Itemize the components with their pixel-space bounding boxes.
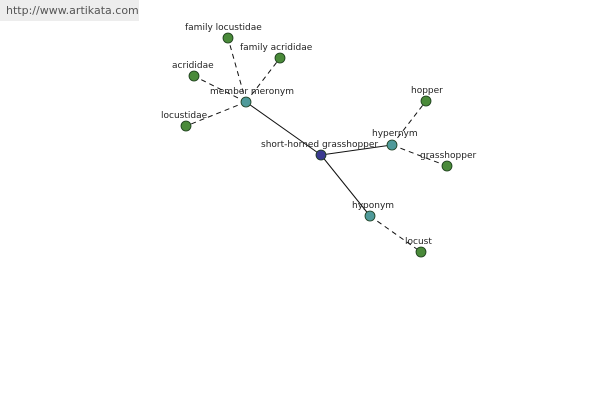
edge-hyponym-locust <box>369 215 422 253</box>
node-label-locustidae[interactable]: locustidae <box>161 111 208 121</box>
node-locust[interactable] <box>415 246 427 258</box>
node-label-hypernym[interactable]: hypernym <box>372 129 418 139</box>
node-label-hopper[interactable]: hopper <box>411 86 443 96</box>
node-label-family-acrididae[interactable]: family acrididae <box>240 43 313 53</box>
edge-center-member-meronym <box>245 101 322 156</box>
node-hyponym[interactable] <box>364 210 376 222</box>
node-hypernym[interactable] <box>386 139 398 151</box>
edge-member-meronym-family-locustidae <box>227 37 247 103</box>
node-label-center[interactable]: short-horned grasshopper <box>261 140 378 150</box>
url-banner[interactable]: http://www.artikata.com <box>0 0 139 21</box>
edge-member-meronym-acrididae <box>193 75 247 103</box>
node-label-member-meronym[interactable]: member meronym <box>210 87 294 97</box>
node-label-grasshopper[interactable]: grasshopper <box>420 151 476 161</box>
node-acrididae[interactable] <box>188 70 200 82</box>
edge-center-hyponym <box>320 154 371 217</box>
edge-center-hypernym <box>320 144 393 156</box>
node-hopper[interactable] <box>420 95 432 107</box>
edge-member-meronym-locustidae <box>185 101 247 127</box>
node-family-locustidae[interactable] <box>222 32 234 44</box>
edge-hypernym-grasshopper <box>391 144 448 167</box>
node-family-acrididae[interactable] <box>274 52 286 64</box>
labels-layer: short-horned grasshopper member meronym hy… <box>161 23 476 247</box>
edges-layer <box>185 37 448 253</box>
node-locustidae[interactable] <box>180 120 192 132</box>
edge-hypernym-hopper <box>391 100 427 146</box>
node-label-hyponym[interactable]: hyponym <box>352 201 394 211</box>
node-member-meronym[interactable] <box>240 96 252 108</box>
node-label-acrididae[interactable]: acrididae <box>172 61 214 71</box>
nodes-layer <box>180 32 453 258</box>
node-center[interactable] <box>315 149 327 161</box>
node-label-locust[interactable]: locust <box>405 237 432 247</box>
node-label-family-locustidae[interactable]: family locustidae <box>185 23 262 33</box>
edge-member-meronym-family-acrididae <box>245 57 281 103</box>
node-grasshopper[interactable] <box>441 160 453 172</box>
